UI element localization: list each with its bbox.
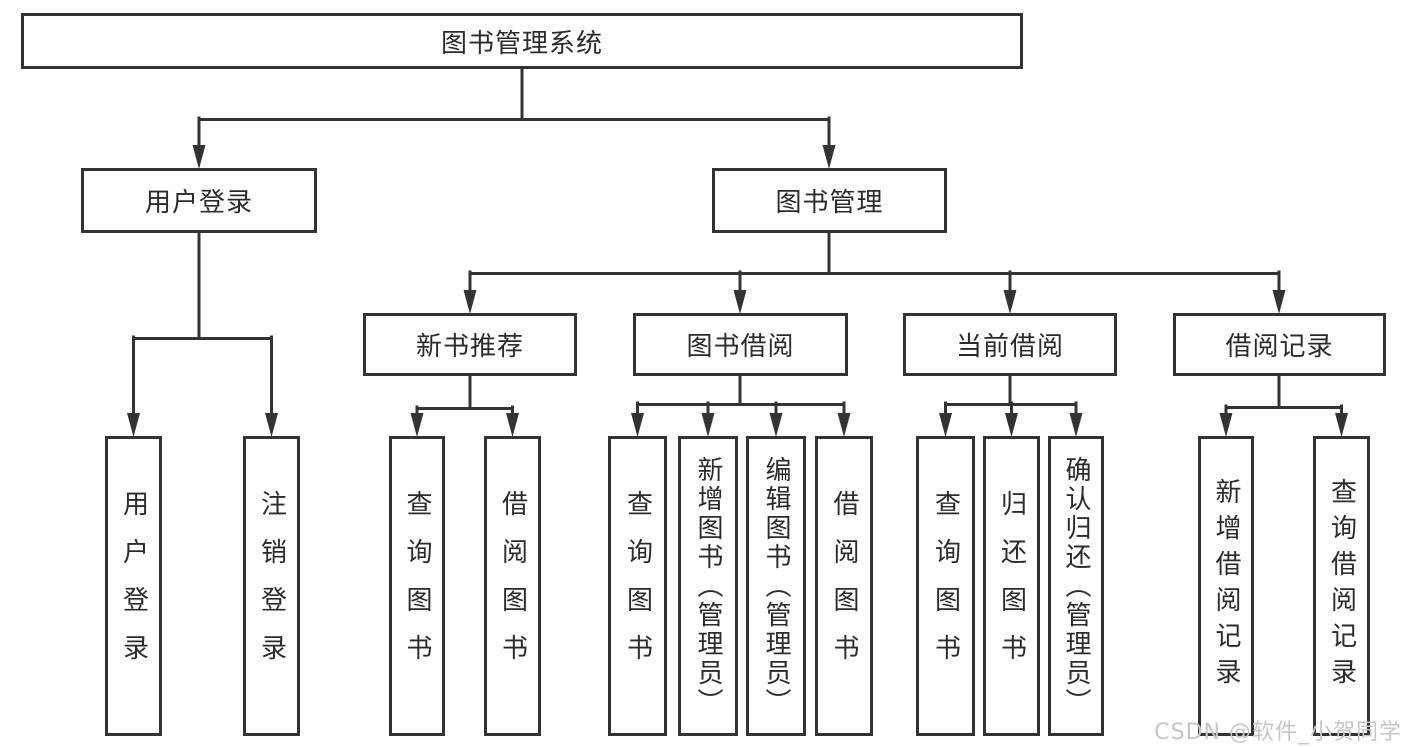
leaf-query-books-current: 查询图书: [916, 436, 975, 736]
leaf-borrow-books-recommend: 借阅图书: [484, 436, 541, 736]
arrowhead-icon: [506, 413, 519, 437]
arrowhead-icon: [822, 145, 836, 169]
connector-lines: [132, 67, 1343, 418]
node-label: 图书管理系统: [440, 28, 603, 59]
arrowhead-icon: [463, 290, 477, 314]
node-label: 注销登录: [256, 490, 287, 682]
leaf-query-books-borrowing: 查询图书: [608, 436, 667, 736]
node-label: 用户登录: [144, 188, 253, 218]
arrowhead-icon: [631, 413, 644, 437]
arrowhead-icon: [1272, 290, 1286, 314]
node-label: 借阅图书: [497, 490, 528, 682]
node-label: 图书管理: [775, 188, 884, 218]
leaf-return-books: 归还图书: [983, 436, 1040, 736]
leaf-user-login: 用户登录: [105, 436, 162, 736]
node-label: 新增借阅记录: [1211, 478, 1241, 694]
arrowhead-icon: [837, 413, 851, 437]
node-label: 确认归还（管理员）: [1061, 455, 1091, 717]
node-label: 借阅记录: [1225, 332, 1334, 362]
arrowhead-icon: [1005, 413, 1018, 437]
leaf-logout: 注销登录: [243, 436, 300, 736]
arrowhead-icon: [939, 413, 952, 437]
node-borrow-records: 借阅记录: [1173, 313, 1386, 376]
arrowhead-icon: [265, 413, 278, 437]
arrowhead-icon: [1069, 413, 1083, 437]
arrowhead-icon: [769, 413, 783, 437]
leaf-add-borrow-record: 新增借阅记录: [1198, 436, 1254, 736]
node-current-borrowing: 当前借阅: [903, 313, 1117, 376]
arrowhead-icon: [192, 145, 206, 169]
csdn-watermark: CSDN @软件_小贺同学: [1154, 720, 1402, 745]
node-label: 查询图书: [930, 490, 961, 682]
node-label: 查询图书: [622, 490, 653, 682]
arrowhead-icon: [701, 413, 715, 437]
node-label: 查询借阅记录: [1326, 478, 1357, 694]
arrowhead-icon: [1219, 413, 1233, 437]
leaf-edit-books-admin: 编辑图书（管理员）: [746, 436, 806, 736]
arrowheads: [127, 145, 1348, 437]
node-label: 新书推荐: [415, 332, 524, 362]
node-label: 借阅图书: [829, 490, 859, 682]
node-label: 新增图书（管理员）: [693, 455, 723, 717]
arrowhead-icon: [1003, 290, 1017, 314]
node-label: 当前借阅: [955, 332, 1064, 362]
leaf-query-books-recommend: 查询图书: [389, 436, 445, 736]
node-user-login: 用户登录: [81, 168, 317, 233]
arrowhead-icon: [1335, 413, 1348, 437]
node-library-management-system: 图书管理系统: [21, 13, 1023, 69]
leaf-add-books-admin: 新增图书（管理员）: [678, 436, 738, 736]
node-book-management: 图书管理: [712, 168, 947, 233]
arrowhead-icon: [127, 413, 140, 437]
node-label: 用户登录: [118, 490, 149, 682]
arrowhead-icon: [733, 290, 747, 314]
node-label: 图书借阅: [686, 332, 795, 362]
node-new-book-recommend: 新书推荐: [363, 313, 577, 376]
node-label: 查询图书: [402, 490, 432, 682]
leaf-borrow-books: 借阅图书: [815, 436, 873, 736]
leaf-confirm-return-admin: 确认归还（管理员）: [1048, 436, 1104, 736]
node-label: 归还图书: [996, 490, 1027, 682]
arrowhead-icon: [410, 413, 424, 437]
leaf-query-borrow-record: 查询借阅记录: [1313, 436, 1370, 736]
node-label: 编辑图书（管理员）: [761, 455, 791, 717]
node-book-borrowing: 图书借阅: [633, 313, 848, 376]
